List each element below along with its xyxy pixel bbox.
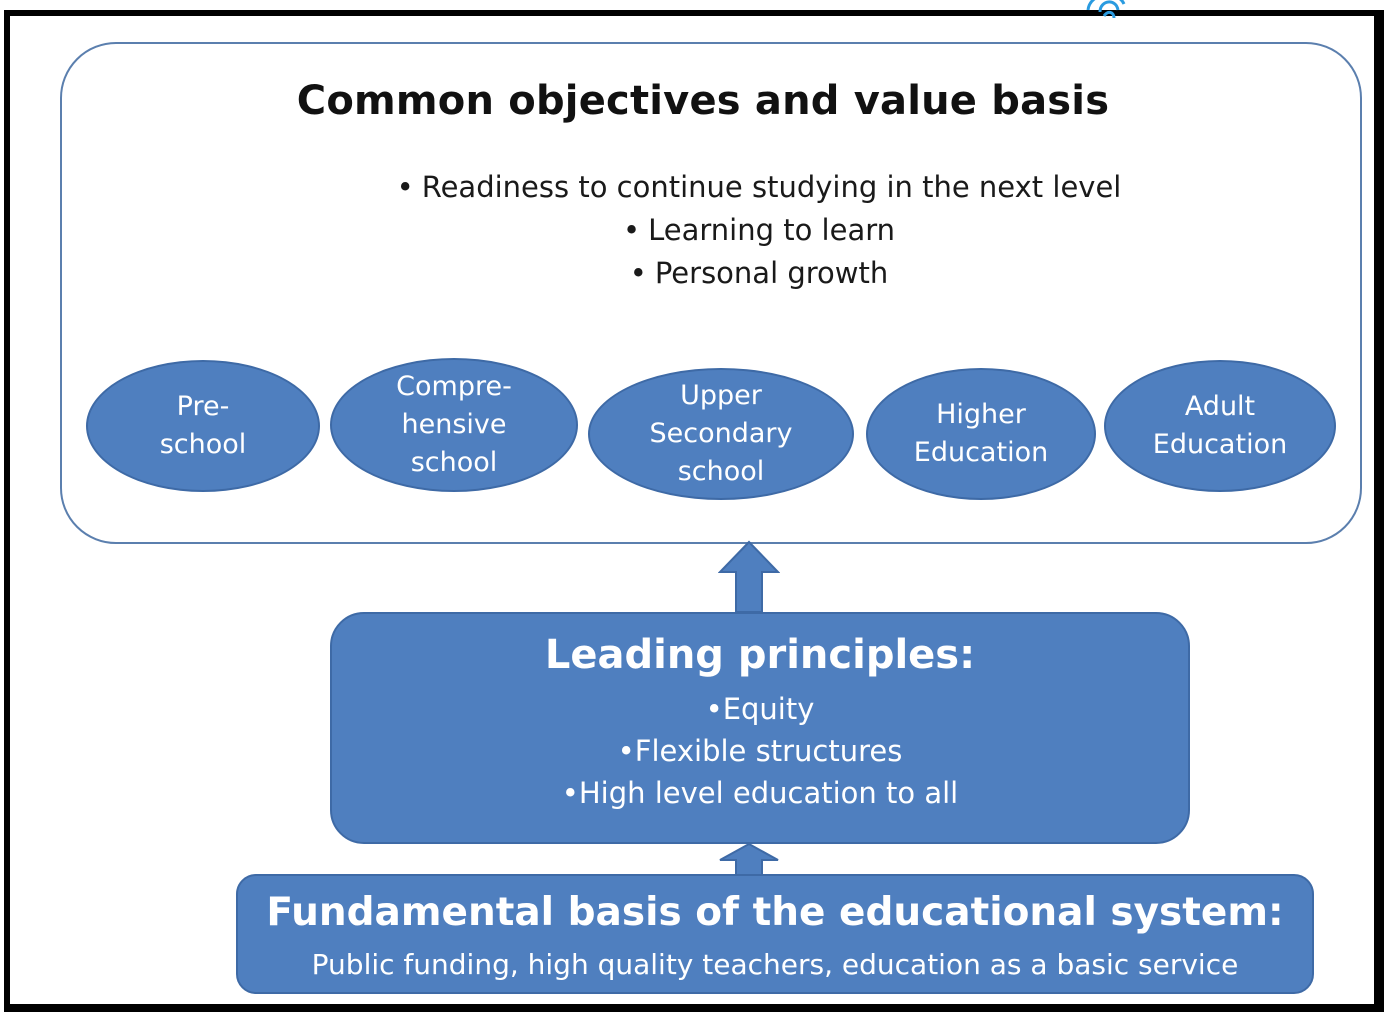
principle-item: •Equity [705,692,815,726]
level-adult-education: Adult Education [1104,360,1336,492]
objective-text: Readiness to continue studying in the ne… [421,170,1122,204]
up-arrow-icon [719,842,779,877]
level-comprehensive-school: Compre- hensive school [330,358,578,492]
level-higher-education: Higher Education [866,368,1096,500]
fundamental-basis-title: Fundamental basis of the educational sys… [266,890,1284,935]
bullet-dot: • [622,213,641,247]
fundamental-basis-box: Fundamental basis of the educational sys… [236,874,1314,994]
objective-text: Personal growth [654,256,889,290]
principle-item: •High level education to all [561,776,959,810]
objective-item: •Personal growth [0,252,1394,295]
objective-text: Learning to learn [648,213,896,247]
objectives-title: Common objectives and value basis [296,78,1110,124]
level-preschool: Pre- school [86,360,320,492]
bullet-dot: • [396,170,414,204]
principle-item: •Flexible structures [617,734,903,768]
leading-principles-box: Leading principles: •Equity •Flexible st… [330,612,1190,844]
fundamental-basis-description: Public funding, high quality teachers, e… [311,948,1239,981]
bullet-dot: • [629,256,647,290]
leading-principles-list: •Equity •Flexible structures •High level… [332,688,1188,814]
objective-item: •Learning to learn [0,209,1394,252]
leading-principles-title: Leading principles: [544,632,976,678]
partial-logo-mark-icon [1078,0,1138,22]
up-arrow-icon [718,540,780,613]
objective-item: •Readiness to continue studying in the n… [0,166,1394,209]
objectives-list: •Readiness to continue studying in the n… [0,166,1394,295]
level-upper-secondary-school: Upper Secondary school [588,368,854,500]
